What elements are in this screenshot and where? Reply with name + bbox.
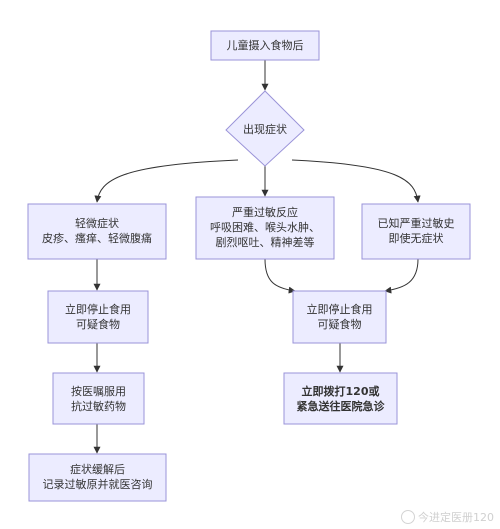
stop-right-label-line2: 可疑食物 — [317, 318, 362, 331]
node-severe-reaction — [195, 196, 335, 260]
severe-label: 严重过敏反应 呼吸困难、喉头水肿、 剧烈呕吐、精神差等 — [196, 205, 334, 250]
known-label: 已知严重过敏史 即使无症状 — [362, 216, 470, 246]
stop-left-label: 立即停止食用 可疑食物 — [48, 302, 148, 332]
stop-right-label: 立即停止食用 可疑食物 — [293, 302, 386, 332]
start-label: 儿童摄入食物后 — [211, 38, 319, 53]
start-label-line1: 儿童摄入食物后 — [226, 39, 304, 52]
medicine-label: 按医嘱服用 抗过敏药物 — [53, 384, 144, 414]
known-label-line2: 即使无症状 — [388, 232, 444, 245]
record-label-line2: 记录过敏原并就医咨询 — [42, 478, 153, 491]
node-stop-right — [292, 290, 387, 344]
edge-decision-to-known — [291, 159, 421, 203]
known-label-line1: 已知严重过敏史 — [377, 217, 455, 230]
medicine-label-line2: 抗过敏药物 — [71, 400, 126, 413]
node-start — [210, 30, 320, 61]
watermark: 今进定医册120 — [401, 509, 494, 525]
mild-label: 轻微症状 皮疹、瘙痒、轻微腹痛 — [28, 216, 166, 246]
edge-known-to-stop-right — [384, 258, 419, 294]
mild-label-line1: 轻微症状 — [75, 217, 119, 230]
node-stop-left — [47, 290, 149, 344]
stop-left-label-line2: 可疑食物 — [76, 318, 120, 331]
watermark-logo-icon — [401, 510, 415, 524]
severe-label-line3: 剧烈呕吐、精神差等 — [215, 236, 315, 249]
node-emergency — [283, 372, 398, 425]
record-label-line1: 症状缓解后 — [70, 463, 125, 476]
severe-label-line1: 严重过敏反应 — [232, 206, 298, 219]
record-label: 症状缓解后 记录过敏原并就医咨询 — [29, 462, 166, 492]
decision-label-line1: 出现症状 — [243, 123, 287, 136]
node-mild-symptoms — [27, 203, 167, 260]
severe-label-line2: 呼吸困难、喉头水肿、 — [210, 221, 320, 234]
watermark-text: 今进定医册120 — [418, 511, 494, 524]
mild-label-line2: 皮疹、瘙痒、轻微腹痛 — [42, 232, 152, 245]
node-medicine — [52, 372, 145, 425]
stop-left-label-line1: 立即停止食用 — [65, 303, 131, 316]
decision-label: 出现症状 — [226, 122, 304, 137]
node-record — [28, 453, 167, 502]
emergency-label-line2: 紧急送往医院急诊 — [296, 400, 385, 413]
emergency-label: 立即拨打120或 紧急送往医院急诊 — [284, 384, 397, 414]
emergency-label-line1: 立即拨打120或 — [301, 385, 380, 398]
edge-decision-to-mild — [94, 159, 239, 203]
stop-right-label-line1: 立即停止食用 — [306, 303, 373, 316]
medicine-label-line1: 按医嘱服用 — [71, 385, 126, 398]
node-decision — [225, 90, 305, 167]
edge-severe-to-stop-right — [264, 258, 296, 294]
node-known-history — [361, 203, 471, 260]
